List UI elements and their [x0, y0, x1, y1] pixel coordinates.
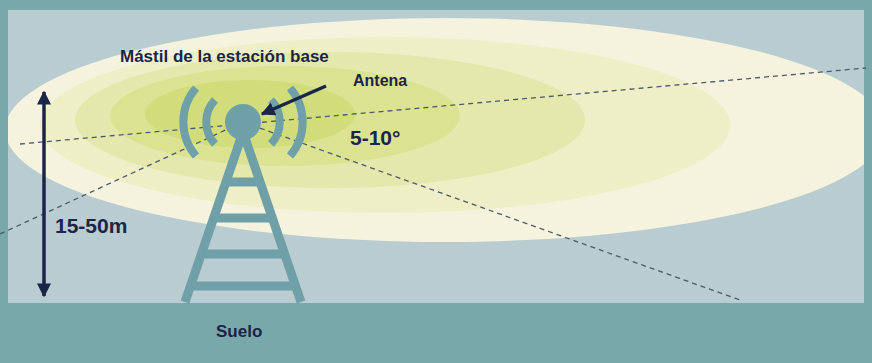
radio-waves: [183, 88, 302, 156]
coverage-lobes: [8, 18, 864, 242]
ground: [8, 303, 864, 363]
lobe: [75, 52, 585, 188]
angle-label: 5-10°: [350, 126, 400, 150]
height-label: 15-50m: [55, 214, 127, 238]
lobe: [8, 18, 864, 242]
mast: [185, 132, 301, 302]
lobe: [110, 66, 460, 166]
antenna-label: Antena: [353, 72, 407, 90]
height-arrow: [42, 92, 46, 296]
mast-label: Mástil de la estación base: [120, 47, 329, 67]
lobe: [40, 37, 730, 213]
beam-lines: [0, 68, 866, 300]
ground-label: Suelo: [216, 322, 262, 342]
lobe: [145, 80, 355, 148]
antenna-leader: [262, 86, 326, 114]
antenna: [225, 104, 261, 140]
